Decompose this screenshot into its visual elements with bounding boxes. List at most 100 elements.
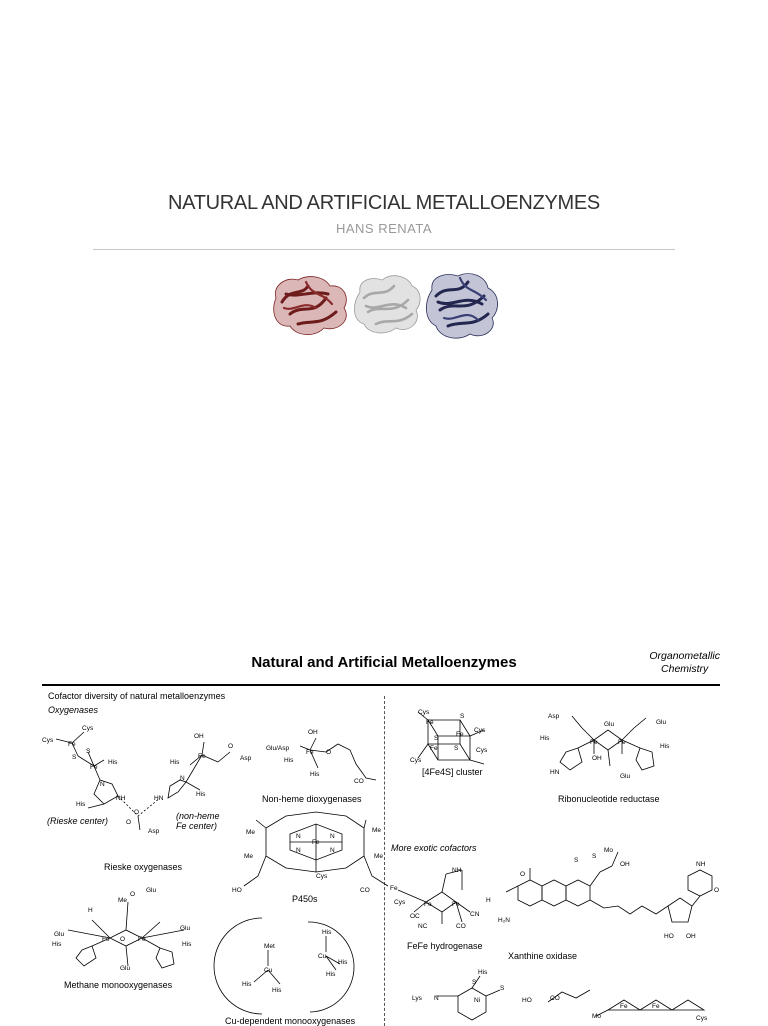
svg-text:NH: NH [696, 861, 706, 868]
svg-text:S: S [500, 985, 505, 992]
protein-structures-image [273, 273, 498, 339]
svg-text:Cys: Cys [696, 1015, 708, 1022]
svg-text:Me: Me [118, 897, 127, 904]
svg-text:Cys: Cys [474, 727, 486, 734]
svg-text:Cys: Cys [316, 873, 328, 880]
svg-text:His: His [478, 969, 488, 976]
label-rieske-oxygenases: Rieske oxygenases [104, 862, 183, 872]
svg-text:H: H [486, 897, 491, 904]
label-p450s: P450s [292, 894, 318, 904]
label-methane-monooxygenases: Methane monooxygenases [64, 980, 173, 990]
svg-text:Me: Me [246, 829, 255, 836]
svg-text:O: O [326, 749, 331, 756]
svg-text:HN: HN [154, 795, 164, 802]
svg-text:Fe: Fe [590, 739, 598, 746]
svg-text:Fe: Fe [452, 901, 460, 908]
svg-text:His: His [310, 771, 320, 778]
svg-text:Glu: Glu [146, 887, 157, 894]
cu-site-1-icon [213, 917, 263, 1015]
svg-text:Glu/Asp: Glu/Asp [266, 745, 290, 752]
svg-text:Cys: Cys [410, 757, 422, 764]
label-non-heme-center-1: (non-heme [176, 811, 220, 821]
svg-text:His: His [182, 941, 192, 948]
svg-text:Me: Me [374, 853, 383, 860]
svg-text:N: N [434, 995, 439, 1002]
svg-text:OH: OH [620, 861, 630, 868]
svg-text:His: His [242, 981, 252, 988]
svg-text:His: His [52, 941, 62, 948]
svg-text:Mo: Mo [604, 847, 613, 854]
svg-text:Me: Me [372, 827, 381, 834]
svg-text:Fe: Fe [90, 764, 98, 771]
svg-text:Glu: Glu [656, 719, 667, 726]
svg-text:O: O [130, 891, 135, 898]
svg-text:S: S [86, 748, 91, 755]
svg-text:Asp: Asp [148, 828, 160, 835]
rieske-cluster-icon [55, 731, 119, 809]
svg-text:Mo: Mo [592, 1013, 601, 1020]
svg-text:Fe: Fe [652, 1003, 660, 1010]
lower-cofactors-icon [436, 975, 706, 1021]
svg-text:CO: CO [456, 923, 466, 930]
svg-text:His: His [326, 971, 336, 978]
svg-text:His: His [540, 735, 550, 742]
column-divider [384, 696, 385, 1026]
svg-text:Glu: Glu [54, 931, 65, 938]
title-slide: NATURAL AND ARTIFICIAL METALLOENZYMES HA… [93, 192, 675, 339]
svg-text:Asp: Asp [240, 755, 252, 762]
label-xanthine-oxidase: Xanthine oxidase [508, 951, 578, 961]
label-fefe-hydrogenase: FeFe hydrogenase [407, 941, 483, 951]
mmo-diiron-icon [67, 901, 185, 969]
svg-text:OH: OH [308, 729, 318, 736]
svg-text:O: O [134, 809, 139, 816]
svg-text:Lys: Lys [412, 995, 423, 1002]
page-title: NATURAL AND ARTIFICIAL METALLOENZYMES [168, 192, 600, 214]
protein-blue-icon [426, 273, 498, 339]
svg-text:N: N [100, 781, 105, 788]
svg-text:Me: Me [244, 853, 253, 860]
svg-text:H: H [88, 907, 93, 914]
svg-text:Fe: Fe [426, 719, 434, 726]
svg-text:O: O [520, 871, 525, 878]
svg-text:Fe: Fe [618, 739, 626, 746]
exotic-cofactors-subheading: More exotic cofactors [391, 843, 477, 853]
svg-text:S: S [592, 853, 597, 860]
svg-text:S: S [472, 979, 477, 986]
svg-text:NC: NC [418, 923, 428, 930]
svg-text:S: S [72, 754, 77, 761]
svg-text:Fe: Fe [68, 741, 76, 748]
svg-text:O: O [228, 743, 233, 750]
svg-text:HO: HO [522, 997, 532, 1004]
svg-text:His: His [284, 757, 294, 764]
svg-text:Cys: Cys [394, 899, 406, 906]
svg-text:Fe: Fe [424, 901, 432, 908]
cu-site-2-icon [307, 921, 355, 1013]
svg-text:Fe: Fe [138, 936, 146, 943]
svg-text:OC: OC [410, 913, 420, 920]
section-heading: Cofactor diversity of natural metalloenz… [48, 691, 226, 701]
svg-text:Cu: Cu [318, 953, 327, 960]
svg-text:Fe: Fe [390, 885, 398, 892]
svg-text:His: His [196, 791, 206, 798]
svg-text:Glu: Glu [180, 925, 191, 932]
svg-text:O: O [126, 819, 131, 826]
svg-text:Fe: Fe [312, 839, 320, 846]
svg-text:CO: CO [550, 995, 560, 1002]
slide-title: Natural and Artificial Metalloenzymes [251, 654, 517, 671]
svg-text:Fe: Fe [198, 753, 206, 760]
slide-title-rule [42, 684, 720, 686]
svg-text:S: S [434, 735, 439, 742]
svg-text:N: N [296, 833, 301, 840]
svg-text:Glu: Glu [620, 773, 631, 780]
course-label: Organometallic Chemistry [649, 650, 720, 676]
non-heme-fe-icon [167, 741, 231, 799]
fe4s-cube-icon [417, 711, 485, 765]
svg-text:H₂N: H₂N [498, 917, 510, 924]
label-cu-monooxygenases: Cu-dependent monooxygenases [225, 1016, 356, 1026]
svg-text:Fe: Fe [430, 745, 438, 752]
svg-text:HO: HO [232, 887, 242, 894]
porphyrin-icon [243, 811, 389, 887]
svg-text:His: His [170, 759, 180, 766]
course-label-line1: Organometallic [649, 650, 720, 662]
svg-text:S: S [460, 713, 465, 720]
